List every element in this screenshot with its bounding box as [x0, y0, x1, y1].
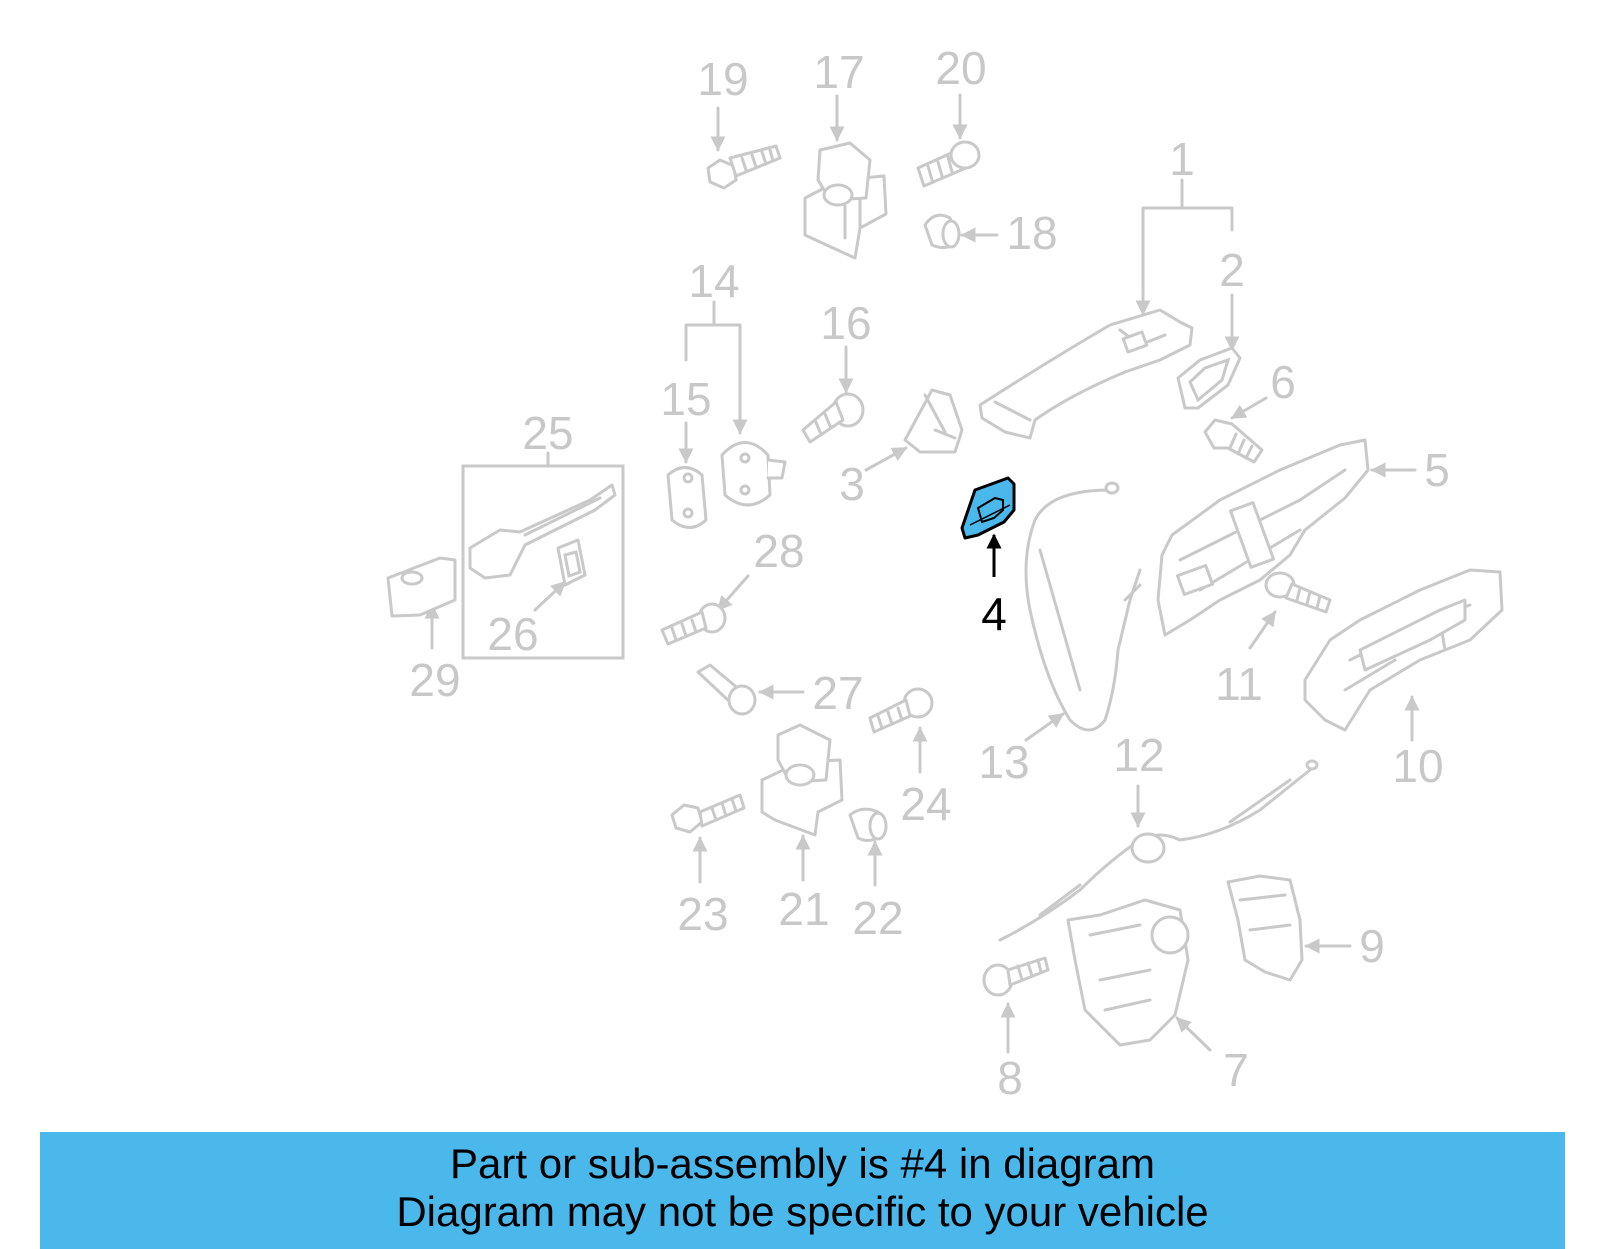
callout-29: 29	[409, 654, 460, 706]
callout-1: 1	[1169, 133, 1195, 185]
callout-6: 6	[1270, 356, 1296, 408]
part-10-inner-handle	[1303, 568, 1504, 732]
part-28-bolt	[660, 602, 727, 646]
part-15-plate	[666, 466, 708, 529]
callout-11: 11	[1215, 658, 1263, 710]
callout-24: 24	[900, 778, 951, 830]
callout-4: 4	[981, 588, 1007, 640]
part-3-cap	[903, 388, 964, 454]
part-13-cable	[1024, 481, 1142, 732]
part-29-block	[386, 556, 457, 618]
part-6-bolt	[1203, 418, 1264, 464]
part-25-box	[461, 464, 625, 660]
part-26-pad	[556, 538, 587, 587]
banner-line-1: Part or sub-assembly is #4 in diagram	[450, 1140, 1155, 1187]
callout-14: 14	[688, 255, 739, 307]
info-banner: Part or sub-assembly is #4 in diagram Di…	[40, 1132, 1565, 1249]
part-7-latch	[1066, 898, 1190, 1047]
callout-10: 10	[1392, 740, 1443, 792]
part-11-screw	[1264, 571, 1332, 614]
callout-8: 8	[997, 1052, 1023, 1104]
part-2-gasket	[1176, 346, 1242, 410]
part-17-hinge	[803, 141, 888, 260]
part-27-bolt	[696, 663, 757, 716]
callout-3: 3	[839, 458, 865, 510]
callout-19: 19	[697, 53, 748, 105]
callout-20: 20	[935, 42, 986, 94]
callout-23: 23	[677, 888, 728, 940]
callout-9: 9	[1359, 920, 1385, 972]
callout-28: 28	[753, 525, 804, 577]
callout-13: 13	[978, 736, 1029, 788]
callout-27: 27	[812, 667, 863, 719]
part-5-handle-frame	[1156, 438, 1370, 637]
callout-5: 5	[1424, 444, 1450, 496]
callout-2: 2	[1219, 244, 1245, 296]
part-20-bolt	[916, 140, 981, 188]
part-1-outer-handle	[978, 308, 1194, 440]
callout-22: 22	[852, 892, 903, 944]
banner-line-2: Diagram may not be specific to your vehi…	[396, 1188, 1209, 1235]
part-22-plug	[848, 807, 888, 842]
callout-26: 26	[487, 608, 538, 660]
part-23-bolt	[670, 793, 746, 834]
part-19-bolt	[706, 144, 782, 190]
callout-17: 17	[813, 46, 864, 98]
part-14-plate	[720, 441, 787, 507]
part-4-highlighted	[960, 476, 1016, 540]
part-9-actuator	[1226, 874, 1304, 982]
part-24-bolt	[868, 687, 934, 734]
part-8-bolt	[982, 956, 1050, 997]
callout-25: 25	[522, 407, 573, 459]
part-12-cable	[998, 759, 1319, 942]
callout-15: 15	[660, 373, 711, 425]
part-21-hinge	[760, 723, 844, 837]
callout-21: 21	[778, 883, 829, 935]
callout-12: 12	[1113, 729, 1164, 781]
part-18-plug	[923, 213, 961, 250]
part-16-bolt	[801, 392, 865, 444]
callout-7: 7	[1223, 1044, 1249, 1096]
leader-lines	[424, 93, 1420, 1054]
callout-16: 16	[820, 297, 871, 349]
callout-18: 18	[1006, 207, 1057, 259]
